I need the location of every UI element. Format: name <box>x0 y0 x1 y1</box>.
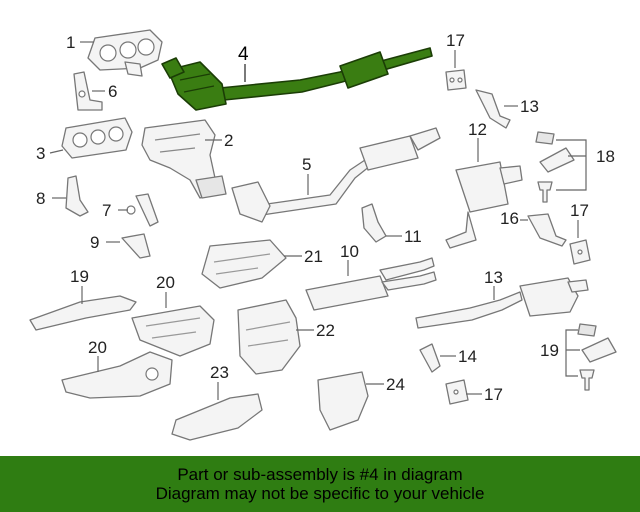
part-15-bracket[interactable] <box>475 89 511 129</box>
callout-22: 20 <box>156 273 175 292</box>
part-17-rubber-hanger-right[interactable] <box>569 239 591 265</box>
callout-15: 13 <box>520 97 539 116</box>
callout-23: 21 <box>304 247 323 266</box>
part-8-bracket[interactable] <box>65 175 89 217</box>
part-17-rubber-hanger-top[interactable] <box>445 69 467 91</box>
callout-26: 24 <box>386 375 405 394</box>
part-16-bracket[interactable] <box>527 213 567 247</box>
part-11-hanger[interactable] <box>361 203 387 243</box>
part-26-heat-shield[interactable] <box>317 371 369 431</box>
callout-13: 13 <box>484 268 503 287</box>
callout-19: 19 <box>540 341 559 360</box>
part-5-exhaust-pipe[interactable] <box>231 127 441 223</box>
part-9-bracket[interactable] <box>121 233 151 259</box>
callout-17-top: 17 <box>446 31 465 50</box>
part-2-exhaust-manifold[interactable] <box>141 119 227 199</box>
part-3-gasket[interactable] <box>61 117 133 159</box>
callout-6: 6 <box>108 82 117 101</box>
part-21-heat-shield[interactable] <box>61 351 173 399</box>
callout-7: 7 <box>102 201 111 220</box>
callout-3: 3 <box>36 144 45 163</box>
part-7-bracket[interactable] <box>126 193 159 227</box>
callout-5: 5 <box>302 155 311 174</box>
part-24-heat-shield[interactable] <box>237 299 301 375</box>
callout-24: 22 <box>316 321 335 340</box>
callout-18: 18 <box>596 147 615 166</box>
callout-14: 14 <box>458 347 477 366</box>
callout-11: 11 <box>404 227 422 246</box>
callout-17-right: 17 <box>570 201 589 220</box>
banner-line-2: Diagram may not be specific to your vehi… <box>155 484 485 503</box>
part-23-heat-shield[interactable] <box>201 239 287 289</box>
part-17-rubber-hanger-bottom[interactable] <box>445 379 469 405</box>
info-banner: Part or sub-assembly is #4 in diagram Di… <box>0 456 640 512</box>
callout-8: 8 <box>36 189 45 208</box>
part-6-bracket[interactable] <box>73 71 103 111</box>
part-1-manifold-gasket[interactable] <box>87 29 163 77</box>
part-20-heat-shield[interactable] <box>29 295 137 331</box>
callout-17-bottom: 17 <box>484 385 503 404</box>
part-19-hardware[interactable] <box>577 323 617 391</box>
part-13-rear-section[interactable] <box>415 277 589 329</box>
callout-12: 12 <box>468 120 487 139</box>
callout-4: 4 <box>238 44 249 65</box>
exhaust-parts-diagram: 1 6 3 2 8 7 9 <box>29 29 617 441</box>
callout-16: 16 <box>500 209 519 228</box>
callout-9: 9 <box>90 233 99 252</box>
callout-1: 1 <box>66 33 75 52</box>
callout-10: 10 <box>340 242 359 261</box>
part-22-heat-shield[interactable] <box>131 305 215 357</box>
part-18-hardware[interactable] <box>535 131 575 203</box>
banner-line-1: Part or sub-assembly is #4 in diagram <box>177 465 463 484</box>
callout-2: 2 <box>224 131 233 150</box>
callout-21: 20 <box>88 338 107 357</box>
part-25-heat-shield[interactable] <box>171 393 263 441</box>
callout-25: 23 <box>210 363 229 382</box>
part-14-bracket[interactable] <box>419 343 441 373</box>
part-10-center-muffler[interactable] <box>305 257 437 311</box>
part-12-rear-muffler[interactable] <box>445 161 523 249</box>
callout-20: 19 <box>70 267 89 286</box>
part-4-front-pipe-catalytic-converter[interactable] <box>161 47 433 111</box>
